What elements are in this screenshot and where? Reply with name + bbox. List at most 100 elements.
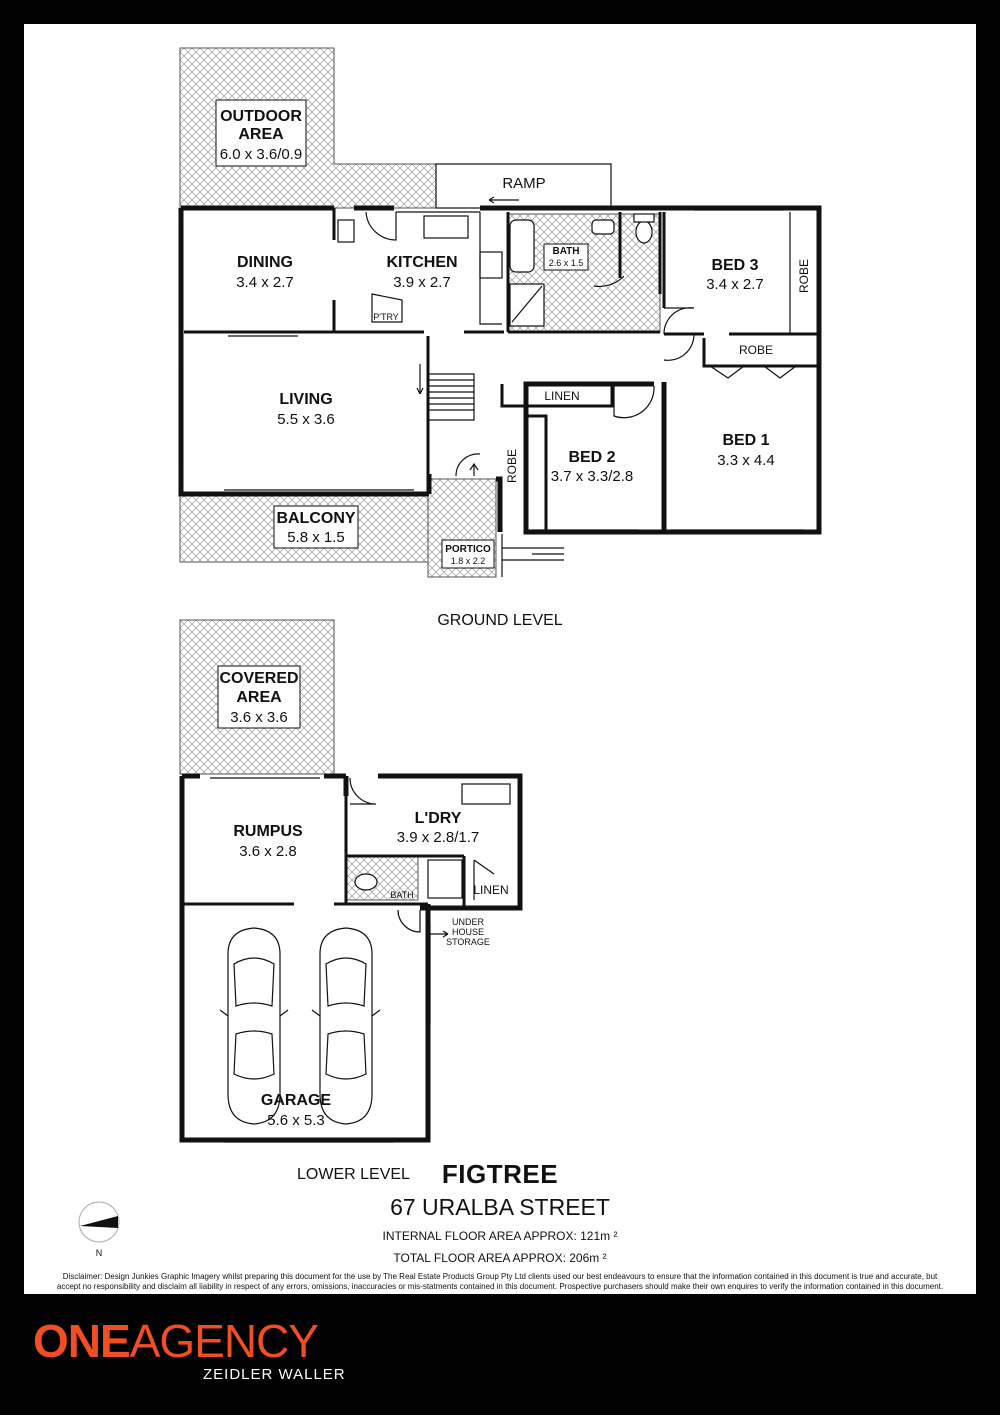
toilet-icon <box>635 220 653 244</box>
storage-label: UNDER <box>452 917 485 927</box>
stairs-arrow-icon <box>416 364 424 395</box>
car-left-icon <box>219 927 289 1125</box>
portico-dims: 1.8 x 2.2 <box>451 556 486 566</box>
storage-arrow-icon <box>430 930 449 938</box>
bed3-door <box>663 307 695 335</box>
portico-label: PORTICO <box>445 544 491 555</box>
street-address: 67 URALBA STREET <box>390 1194 610 1220</box>
lower-windows <box>210 777 394 1143</box>
garage-dims: 5.6 x 5.3 <box>267 1112 325 1129</box>
ground-level-label: GROUND LEVEL <box>437 612 562 629</box>
compass-north-label: N <box>96 1248 103 1258</box>
lower-level-label: LOWER LEVEL <box>297 1166 410 1183</box>
portico-steps <box>501 534 564 577</box>
storage-label-2: HOUSE <box>452 927 484 937</box>
lower-bath-walls <box>346 854 466 908</box>
dining-label: DINING <box>237 254 293 271</box>
bed2-robe-label: ROBE <box>505 449 519 483</box>
balcony-label: BALCONY <box>276 510 355 527</box>
covered-area-label-box <box>217 665 301 729</box>
bed3-dims: 3.4 x 2.7 <box>706 276 764 293</box>
linen-door <box>473 859 495 900</box>
living-dims: 5.5 x 3.6 <box>277 411 335 428</box>
wall-linen <box>500 384 614 408</box>
pantry-label: P'TRY <box>373 312 399 322</box>
balcony-dims: 5.8 x 1.5 <box>287 529 345 546</box>
ground-level-plan: OUTDOOR AREA 6.0 x 3.6/0.9 RAMP DINING 3… <box>178 47 822 629</box>
bed1-label: BED 1 <box>722 432 769 449</box>
living-label: LIVING <box>279 391 332 408</box>
covered-area-label-2: AREA <box>236 689 282 706</box>
outdoor-area-label-2: AREA <box>238 126 284 143</box>
lower-bath-label: BATH <box>390 890 413 900</box>
dining-dims: 3.4 x 2.7 <box>236 274 294 291</box>
total-floor-area: TOTAL FLOOR AREA APPROX: 206m ² <box>393 1251 607 1265</box>
shower-tray-line <box>511 285 543 323</box>
kitchen-door <box>365 211 480 241</box>
kitchen-bench <box>479 212 502 325</box>
bath-label-box <box>543 243 589 271</box>
wall-robe-bed2 <box>526 414 548 530</box>
floorplan-drawing: OUTDOOR AREA 6.0 x 3.6/0.9 RAMP DINING 3… <box>178 47 822 1143</box>
fridge <box>337 219 355 243</box>
cooktop <box>479 251 503 279</box>
wall-north <box>181 205 822 334</box>
outdoor-area-label-box <box>215 99 307 167</box>
agency-logo: ONEAGENCY ZEIDLER WALLER <box>33 1318 346 1383</box>
ramp-label: RAMP <box>502 175 545 192</box>
kitchen-label: KITCHEN <box>386 254 457 271</box>
wall-bedrooms <box>523 334 822 535</box>
lower-interior-walls <box>184 796 428 906</box>
laundry-label: L'DRY <box>415 810 462 827</box>
property-titles: FIGTREE 67 URALBA STREET INTERNAL FLOOR … <box>24 1159 976 1265</box>
linen-label: LINEN <box>544 389 579 403</box>
north-compass-icon: N <box>78 1201 120 1258</box>
bathtub <box>509 219 535 273</box>
vanity-basin <box>591 219 615 235</box>
bed2-label: BED 2 <box>568 449 615 466</box>
rumpus-dims: 3.6 x 2.8 <box>239 843 297 860</box>
suburb-title: FIGTREE <box>441 1159 559 1189</box>
brand-agency: AGENCY <box>129 1315 319 1367</box>
windows-balcony <box>224 489 414 495</box>
covered-area-dims: 3.6 x 3.6 <box>230 709 288 726</box>
portico-label-box <box>441 539 495 569</box>
balcony-label-box <box>273 505 359 549</box>
lower-linen-label: LINEN <box>473 883 508 897</box>
bath-door-arc <box>593 275 625 288</box>
bed2-door <box>613 385 655 419</box>
ramp-arrow-icon <box>488 196 519 204</box>
wall-portico <box>496 476 503 532</box>
bed3-robe-label: ROBE <box>797 259 811 293</box>
laundry-door <box>349 777 377 805</box>
wall-bath <box>506 212 660 334</box>
cistern <box>633 213 655 223</box>
garage-label: GARAGE <box>261 1092 332 1109</box>
wall-west <box>178 208 432 497</box>
rumpus-label: RUMPUS <box>233 823 303 840</box>
pantry <box>371 293 403 323</box>
wall-toilet <box>618 212 662 294</box>
laundry-tub <box>461 783 511 805</box>
laundry-dims: 3.9 x 2.8/1.7 <box>397 829 480 846</box>
entry-door <box>455 453 481 477</box>
bath-label: BATH <box>552 246 579 257</box>
lower-level-plan: COVERED AREA 3.6 x 3.6 RUMPUS 3.6 x 2.8 … <box>179 619 523 1143</box>
stairs <box>428 373 475 421</box>
covered-area-label: COVERED <box>219 670 298 687</box>
car-right-icon <box>311 927 381 1125</box>
bath-dims: 2.6 x 1.5 <box>549 258 584 268</box>
entry-arrow-icon <box>469 462 479 476</box>
brand-one: ONE <box>33 1315 131 1367</box>
agency-brand: ONEAGENCY <box>33 1318 346 1364</box>
bed2-dims: 3.7 x 3.3/2.8 <box>551 468 634 485</box>
wall-robe-bed1 <box>702 338 819 368</box>
outdoor-area-label: OUTDOOR <box>220 108 302 125</box>
lower-walls <box>179 773 523 1143</box>
bed1-dims: 3.3 x 4.4 <box>717 452 775 469</box>
storage-door <box>397 909 421 933</box>
windows-bedrooms <box>532 209 804 531</box>
robe-doors <box>709 365 797 379</box>
agency-office: ZEIDLER WALLER <box>203 1366 346 1383</box>
disclaimer-text: Disclaimer: Design Junkies Graphic Image… <box>56 1272 944 1291</box>
